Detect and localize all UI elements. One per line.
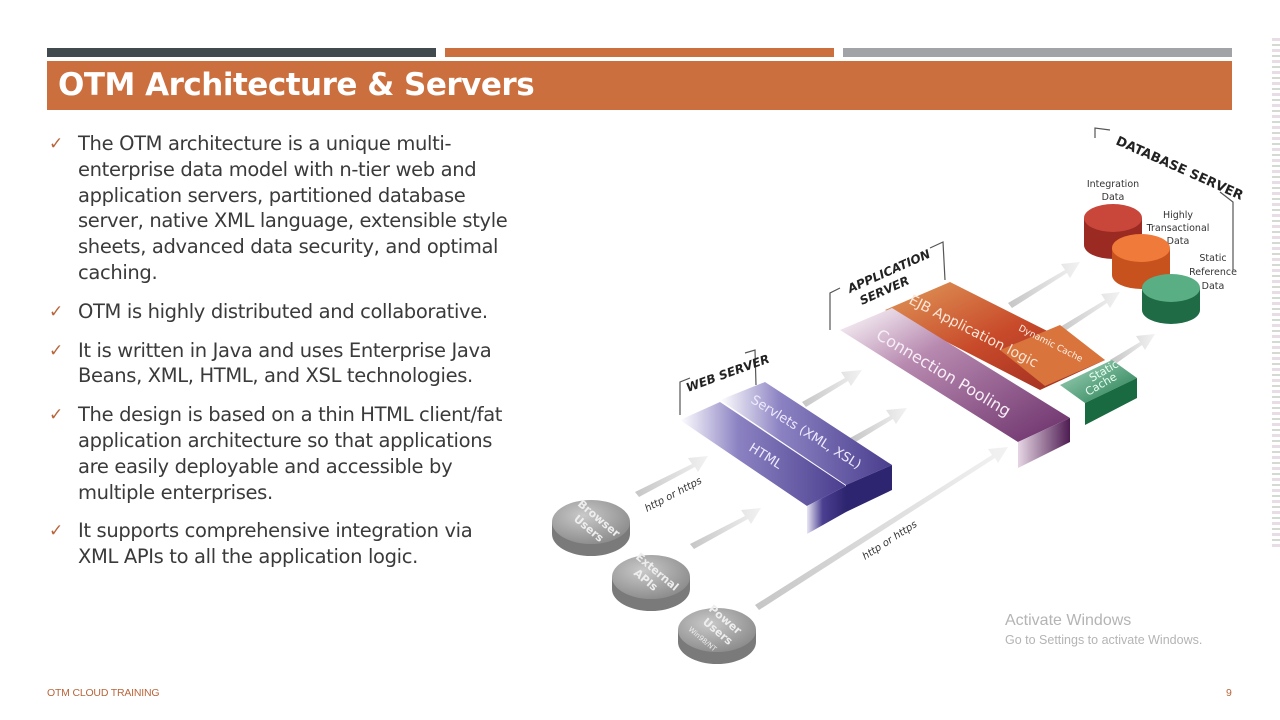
bullet-text: The OTM architecture is a unique multi-e… <box>78 132 508 284</box>
double-arrow-icon <box>1008 262 1080 308</box>
bullet-text: It supports comprehensive integration vi… <box>78 519 473 569</box>
application-server-group: APPLICATION SERVER EJB Application logic… <box>829 241 1137 468</box>
bullet-text: It is written in Java and uses Enterpris… <box>78 338 492 388</box>
watermark-title: Activate Windows <box>1005 612 1132 629</box>
header-bar-dark <box>47 48 436 57</box>
servlets-block <box>720 382 892 485</box>
store-label: Data <box>1102 192 1125 203</box>
checkmark-icon: ✓ <box>49 521 63 542</box>
database-server-label: DATABASE SERVER <box>1113 134 1245 204</box>
store-label: Reference <box>1189 267 1237 278</box>
page-number: 9 <box>1226 687 1232 699</box>
database-bracket <box>1094 127 1111 138</box>
double-arrow-icon <box>1110 334 1155 365</box>
checkmark-icon: ✓ <box>49 405 63 426</box>
store-label: Data <box>1167 236 1190 247</box>
web-server-group: WEB SERVER Servlets (XML, XSL) HTML <box>679 349 892 534</box>
title-band: OTM Architecture & Servers <box>47 61 1232 110</box>
double-arrow-icon <box>755 447 1008 610</box>
bullet-item: ✓ It supports comprehensive integration v… <box>47 518 517 570</box>
header-bar-orange <box>445 48 834 57</box>
web-bracket <box>679 377 691 415</box>
client-power-users: Power Users Win98/NT <box>678 602 756 664</box>
watermark-subtitle: Go to Settings to activate Windows. <box>1005 633 1203 647</box>
double-arrow-icon <box>850 408 907 443</box>
disk-icon <box>612 555 690 599</box>
activate-windows-watermark: Activate Windows Go to Settings to activ… <box>1005 611 1202 649</box>
bullet-list: ✓ The OTM architecture is a unique multi-… <box>47 131 517 583</box>
store-label: Static <box>1199 253 1226 264</box>
bullet-text: OTM is highly distributed and collaborat… <box>78 299 488 323</box>
disk-icon <box>678 608 756 652</box>
application-bracket <box>929 241 946 281</box>
header-bar-gray <box>843 48 1232 57</box>
static-reference-cylinder <box>1142 274 1200 324</box>
dynamic-cache-block <box>1000 325 1105 386</box>
double-arrow-icon <box>635 456 708 497</box>
database-bracket <box>1219 191 1234 270</box>
double-arrow-icon <box>1055 292 1120 335</box>
checkmark-icon: ✓ <box>49 134 63 154</box>
bullet-item: ✓ The design is based on a thin HTML clie… <box>47 402 517 505</box>
static-cache-block <box>1060 360 1137 403</box>
double-arrow-icon <box>690 508 761 549</box>
web-bracket <box>744 349 757 386</box>
bullet-item: ✓ OTM is highly distributed and collabora… <box>47 299 517 325</box>
bullet-item: ✓ It is written in Java and uses Enterpri… <box>47 338 517 390</box>
protocol-label: http or https <box>643 475 704 514</box>
web-app-arrows <box>802 370 907 443</box>
connection-pooling-block <box>840 308 1070 442</box>
html-block <box>680 402 846 506</box>
store-label: Transactional <box>1146 223 1210 234</box>
bullet-item: ✓ The OTM architecture is a unique multi-… <box>47 131 517 286</box>
disk-icon <box>552 500 630 544</box>
checkmark-icon: ✓ <box>49 340 63 361</box>
store-label: Data <box>1202 281 1225 292</box>
checkmark-icon: ✓ <box>49 301 63 322</box>
double-arrow-icon <box>802 370 862 407</box>
store-label: Highly <box>1163 210 1193 221</box>
architecture-diagram: DATABASE SERVER Integration Data Highly … <box>552 127 1245 664</box>
slide-thumbnail-strip[interactable] <box>1272 38 1280 548</box>
client-browser-users: Browser Users <box>552 497 630 556</box>
store-label: Integration <box>1087 179 1139 190</box>
db-app-arrows <box>1008 262 1155 365</box>
footer-label: OTM CLOUD TRAINING <box>47 687 160 699</box>
bullet-text: The design is based on a thin HTML clien… <box>78 403 503 504</box>
client-external-apis: External APIs <box>612 550 690 611</box>
slide-title: OTM Architecture & Servers <box>58 67 535 103</box>
application-bracket <box>829 287 841 330</box>
